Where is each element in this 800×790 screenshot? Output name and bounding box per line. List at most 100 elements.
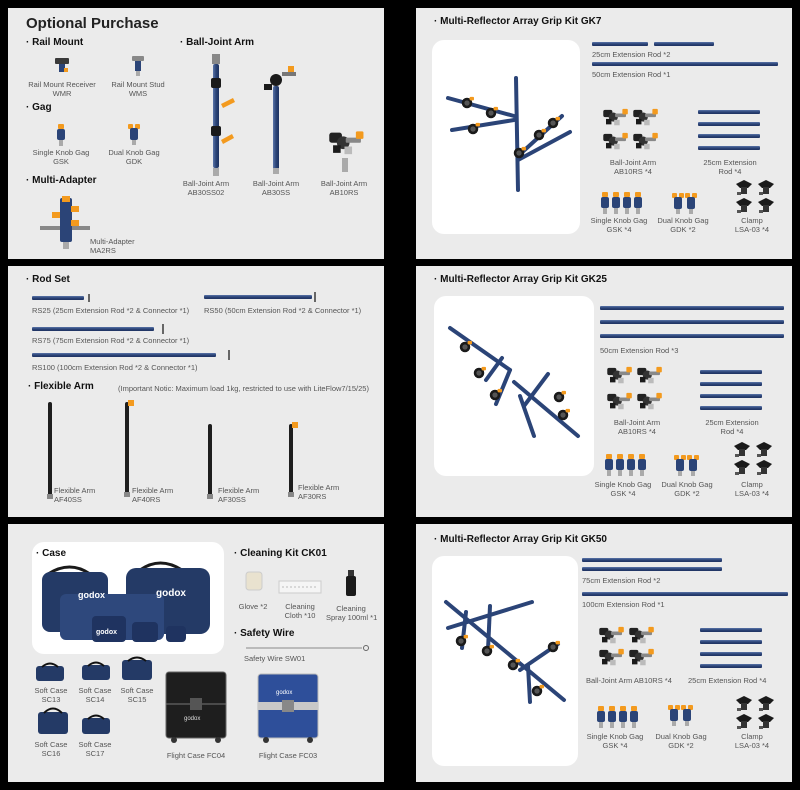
rail-mount-receiver-name: Rail Mount Receiver [28,80,96,89]
rs50-rod-image [204,292,316,302]
flexible-arm-af30rs-image [288,422,298,497]
rs25-rod-image [32,294,90,302]
rail-mount-stud-code: WMS [128,89,148,98]
soft-case-5-code: SC17 [85,749,105,758]
multi-adapter-name: Multi-Adapter [90,237,135,246]
gag-heading: · Gag [26,102,52,113]
gk25-assembly-image [448,326,580,438]
flexible-arm-note: (Important Notic: Maximum load 1kg, rest… [118,384,369,393]
gk50-clamp-name: Clamp [741,732,763,741]
cleaning-kit-heading: · Cleaning Kit CK01 [234,548,327,559]
gk50-gsk-name: Single Knob Gag [586,732,644,741]
gk25-gdk-qty: GDK *2 [674,489,700,498]
gk25-25cm-ext-qty: Rod *4 [720,427,744,436]
single-knob-gag-image [57,124,65,146]
gk50-gsk-qty: GSK *4 [602,741,628,750]
ball-joint-arm-3-name: Ball-Joint Arm [320,179,368,188]
gk25-gdk-name: Dual Knob Gag [661,480,713,489]
gk7-50cm-rod-label: 50cm Extension Rod *1 [592,70,671,79]
flight-case-fc04-image: godox [165,671,227,743]
soft-case-4-name: Soft Case [34,740,68,749]
gk50-75cm-rod-label: 75cm Extension Rod *2 [582,576,661,585]
soft-case-sc14-image [82,661,110,680]
gk50-75cm-rods-image [582,558,722,571]
cleaning-cloth-name: Cleaning [285,602,315,611]
soft-case-sc15-image [122,656,152,680]
dual-knob-gag-image [128,124,140,145]
gk50-gdk-qty: GDK *2 [668,741,694,750]
case-brand-2: godox [156,588,186,599]
gk50-100cm-rod-image [582,592,788,596]
gk25-clamp-name: Clamp [741,480,763,489]
gk7-clamp-name: Clamp [741,216,763,225]
gk25-ball-joint-qty: AB10RS *4 [618,427,656,436]
case-panel: · Case godox godox godox Soft Case SC13 … [8,524,384,782]
flight-case-brand-2: godox [276,690,292,696]
gk50-ball-joint-arms-image [599,626,654,666]
rod-set-panel: · Rod Set RS25 (25cm Extension Rod *2 & … [8,266,384,517]
gk50-assembly-card [432,556,578,766]
ball-joint-arm-2-code: AB30SS [261,188,291,197]
rs75-label: RS75 (75cm Extension Rod *2 & Connector … [32,336,190,345]
soft-case-5-name: Soft Case [78,740,112,749]
gk25-25cm-ext-name: 25cm Extension [705,418,759,427]
gk25-heading: · Multi-Reflector Array Grip Kit GK25 [434,274,607,285]
rail-mount-stud-name: Rail Mount Stud [111,80,165,89]
gk7-heading: · Multi-Reflector Array Grip Kit GK7 [434,16,602,27]
multi-adapter-code: MA2RS [90,246,116,255]
rs25-label: RS25 (25cm Extension Rod *2 & Connector … [32,306,190,315]
gk50-assembly-image [444,600,566,704]
rail-mount-receiver-code: WMR [52,89,72,98]
dual-knob-gag-name: Dual Knob Gag [108,148,160,157]
flight-case-brand-1: godox [184,716,200,722]
soft-case-3-name: Soft Case [120,686,154,695]
cleaning-spray-image [346,570,356,596]
case-brand-3: godox [96,629,117,636]
gk25-25cm-rods-image [700,370,762,410]
gk7-assembly-image [446,76,572,192]
ball-joint-arm-ab30ss-image [264,66,296,174]
gk7-25cm-rods-4-image [698,110,760,150]
flexible-arm-af30ss-image [207,424,213,499]
soft-case-sc16-image [38,707,68,734]
ball-joint-arm-1-name: Ball-Joint Arm [182,179,230,188]
flexible-arm-3-name: Flexible Arm [218,486,260,495]
flexible-arm-2-name: Flexible Arm [132,486,174,495]
soft-case-sc13-image [36,662,64,681]
gk7-25cm-rods-image [592,42,714,46]
gk7-assembly-card [432,40,580,234]
case-brand-1: godox [78,590,105,600]
panel-title: Optional Purchase [26,15,159,32]
rs100-rod-image [32,350,230,360]
soft-case-2-name: Soft Case [78,686,112,695]
gk50-25cm-ext-label: 25cm Extension Rod *4 [688,676,767,685]
gk7-gsk-name: Single Knob Gag [590,216,648,225]
gk7-dual-knob-gags-image [672,193,697,214]
gk7-ball-joint-name: Ball-Joint Arm [609,158,657,167]
gk50-ball-joint-label: Ball-Joint Arm AB10RS *4 [586,676,672,685]
gk7-25cm-ext-qty: Rod *4 [718,167,742,176]
gk7-single-knob-gags-image [601,192,642,214]
rs50-label: RS50 (50cm Extension Rod *2 & Connector … [204,306,362,315]
rail-mount-stud-image [132,56,144,76]
multi-adapter-heading: · Multi-Adapter [26,175,97,186]
gk50-heading: · Multi-Reflector Array Grip Kit GK50 [434,534,607,545]
flexible-arm-4-name: Flexible Arm [298,483,340,492]
soft-case-group-image: godox godox godox [42,561,210,642]
gk7-25cm-ext-name: 25cm Extension [703,158,757,167]
gk7-clamps-image [736,180,774,213]
ball-joint-arm-ab10rs-image [329,131,364,172]
rail-mount-receiver-image [55,58,69,72]
soft-case-2-code: SC14 [85,695,105,704]
gk7-ball-joint-qty: AB10RS *4 [614,167,652,176]
rs75-rod-image [32,324,164,334]
cleaning-cloth-qty: Cloth *10 [284,611,316,620]
gk50-clamps-image [736,696,774,729]
gk50-dual-knob-gags-image [668,705,693,726]
gk50-25cm-rods-image [700,628,762,668]
soft-case-sc17-image [82,714,110,734]
ball-joint-arm-ab30ss02-image [211,54,235,176]
cleaning-spray-name: Cleaning [336,604,366,613]
soft-case-3-code: SC15 [127,695,147,704]
gk50-single-knob-gags-image [597,706,638,728]
